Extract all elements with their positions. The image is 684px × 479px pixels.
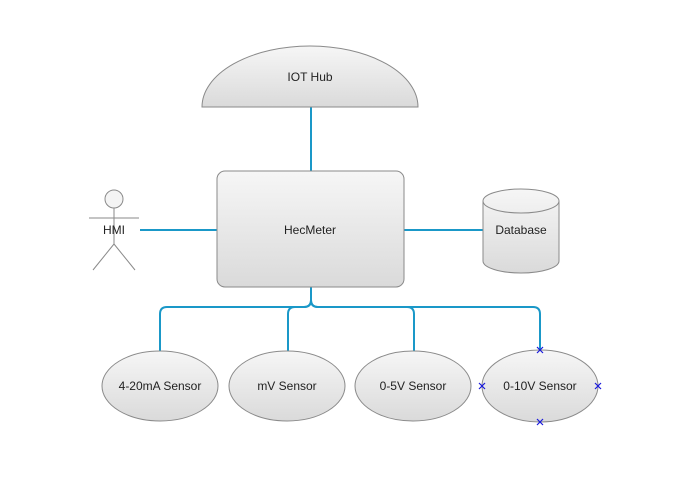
sensor-0-5v-label: 0-5V Sensor bbox=[380, 379, 447, 393]
node-iot-hub[interactable]: IOT Hub bbox=[201, 45, 419, 108]
selection-handle-left[interactable] bbox=[478, 382, 486, 390]
node-sensor-0-5v[interactable]: 0-5V Sensor bbox=[354, 350, 472, 422]
node-database[interactable]: Database bbox=[482, 188, 560, 274]
sensor-0-5v-shape bbox=[354, 350, 472, 422]
sensor-mv-label: mV Sensor bbox=[257, 379, 316, 393]
edge-hecmeter-sensor-0-5v[interactable] bbox=[310, 287, 415, 351]
iot-hub-shape bbox=[201, 45, 419, 108]
selection-handle-right[interactable] bbox=[594, 382, 602, 390]
edge-hecmeter-sensor-mv[interactable] bbox=[287, 287, 312, 351]
sensor-mv-shape bbox=[228, 350, 346, 422]
node-sensor-4-20ma[interactable]: 4-20mA Sensor bbox=[101, 350, 219, 422]
hecmeter-shape bbox=[216, 170, 405, 288]
sensor-4-20ma-shape bbox=[101, 350, 219, 422]
edge-hecmeter-sensor-0-10v[interactable] bbox=[310, 287, 541, 350]
database-label: Database bbox=[495, 223, 547, 237]
database-shape bbox=[482, 188, 560, 274]
sensor-4-20ma-label: 4-20mA Sensor bbox=[119, 379, 202, 393]
database-top-rim bbox=[482, 200, 560, 214]
selection-handles[interactable] bbox=[478, 346, 602, 426]
selection-handle-bottom[interactable] bbox=[536, 418, 544, 426]
node-sensor-0-10v[interactable]: 0-10V Sensor bbox=[478, 346, 602, 426]
node-sensor-mv[interactable]: mV Sensor bbox=[228, 350, 346, 422]
iot-hub-label: IOT Hub bbox=[287, 70, 332, 84]
node-hecmeter[interactable]: HecMeter bbox=[216, 170, 405, 288]
selection-handle-top[interactable] bbox=[536, 346, 544, 354]
sensor-0-10v-label: 0-10V Sensor bbox=[503, 379, 576, 393]
hmi-actor-icon bbox=[89, 189, 139, 271]
hecmeter-label: HecMeter bbox=[284, 223, 336, 237]
hmi-label: HMI bbox=[103, 223, 125, 237]
node-hmi[interactable]: HMI bbox=[89, 189, 139, 271]
